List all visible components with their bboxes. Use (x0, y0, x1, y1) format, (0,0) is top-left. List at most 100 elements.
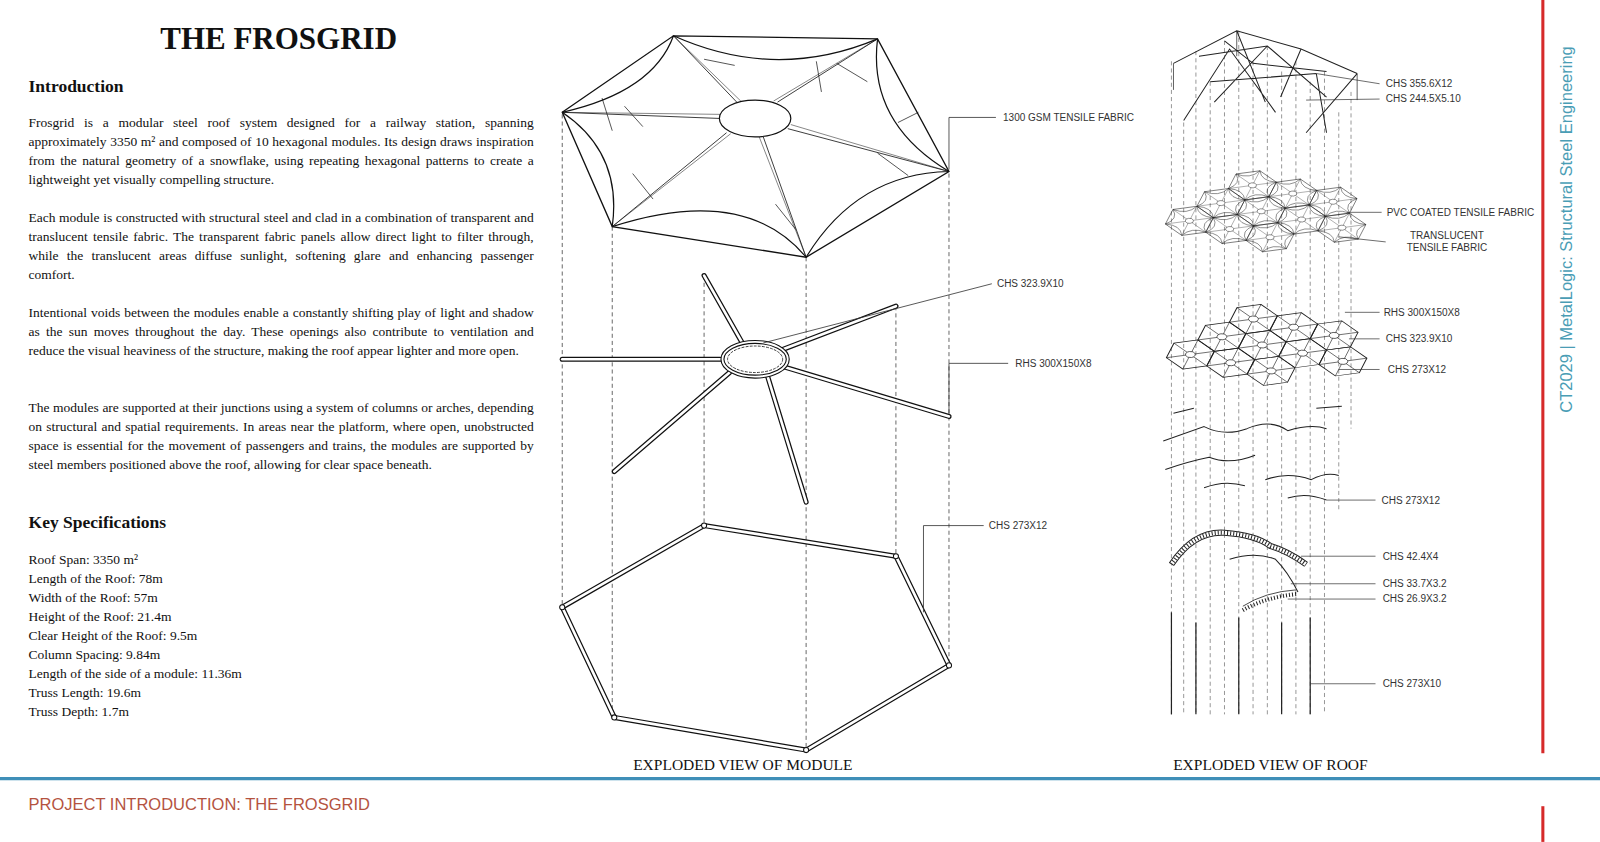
steel-spokes (728, 346, 783, 373)
arch-truss (1230, 555, 1298, 592)
spec-line: Truss Depth: 1.7m (29, 702, 129, 721)
leader-line (1316, 74, 1379, 84)
projection-line (1338, 112, 1339, 510)
arch-truss (1171, 533, 1306, 611)
view-caption: EXPLODED VIEW OF MODULE (633, 756, 852, 774)
hex-ring-beam (562, 526, 949, 750)
arch-truss (1171, 533, 1306, 565)
leader-line (1339, 237, 1386, 242)
callout-label: CHS 323.9X10 (1385, 333, 1454, 344)
hex-ring-beam (612, 715, 617, 720)
projection-line (1253, 61, 1254, 714)
steel-grid-layer (1243, 355, 1300, 387)
projection-line (1351, 92, 1352, 429)
spec-line: Length of the side of a module: 11.36m (29, 664, 242, 683)
hex-ring-beam (946, 663, 951, 668)
projection-line (1171, 61, 1172, 714)
body-paragraph: Each module is constructed with structur… (29, 208, 534, 284)
leader-line (1310, 683, 1375, 684)
spec-line: Height of the Roof: 21.4m (29, 607, 172, 626)
hex-ring-beam (562, 526, 949, 750)
fabric-layer (1152, 160, 1370, 263)
leader-line (1327, 500, 1376, 501)
fabric-layer (1242, 221, 1299, 253)
callout-label: CHS 355.6X12 (1385, 78, 1454, 89)
callout-label: CHS 273X12 (988, 520, 1048, 531)
section-heading: Introduction (29, 76, 124, 97)
fabric-layer (1224, 169, 1281, 201)
leader-line (763, 284, 992, 343)
fabric-layer (1305, 186, 1362, 218)
tensile-fabric (562, 36, 949, 257)
callout-label: CHS 42.4X4 (1382, 551, 1440, 562)
steel-grid-layer (1194, 321, 1251, 353)
edge-beam (1163, 424, 1326, 441)
steel-spokes (786, 367, 949, 416)
leader-line (1301, 556, 1375, 557)
fabric-layer (1161, 205, 1218, 237)
hex-ring-beam (702, 523, 707, 528)
spec-line: Truss Length: 19.6m (29, 683, 141, 702)
steel-spokes (786, 367, 949, 416)
fabric-layer (1201, 213, 1258, 245)
callout-label: CHS 33.7X3.2 (1382, 578, 1448, 589)
projection-line (1295, 61, 1296, 714)
callout-label: CHS 323.9X10 (996, 278, 1065, 289)
arch-truss (1171, 533, 1306, 565)
leader-line (1345, 312, 1380, 313)
edge-beam (1165, 455, 1338, 479)
callout-label: RHS 300X150X8 (1383, 307, 1461, 318)
steel-spokes (767, 376, 806, 503)
leader-line (1288, 599, 1376, 600)
steel-spokes (704, 276, 743, 344)
steel-grid-layer (1274, 337, 1331, 369)
tensile-fabric (562, 36, 949, 257)
steel-spokes (562, 358, 722, 361)
projection-line (1183, 123, 1184, 715)
projection-line (1281, 72, 1282, 715)
steel-spokes (562, 357, 722, 362)
projection-line (1224, 41, 1225, 714)
callout-label: 1300 GSM TENSILE FABRIC (1002, 112, 1135, 123)
steel-spokes (722, 342, 787, 377)
leader-line (949, 363, 1008, 414)
frame-line (0, 777, 1600, 780)
callout-label: CHS 273X12 (1381, 495, 1441, 506)
callout-label: CHS 273X10 (1382, 678, 1442, 689)
callout-label: CHS 244.5X5.10 (1385, 93, 1462, 104)
leader-line (1306, 99, 1379, 100)
projection-line (895, 306, 896, 553)
spec-line: Roof Span: 3350 m² (29, 550, 138, 569)
steel-grid-layer (1265, 311, 1322, 343)
leader-line (1339, 369, 1380, 370)
steel-grid-layer (1162, 338, 1219, 370)
column (1238, 617, 1239, 714)
projection-line (1195, 51, 1196, 714)
tensile-fabric (719, 100, 790, 137)
arch-frame (1173, 31, 1357, 100)
course-banner: CT2029 | MetalLogic: Structural Steel En… (1557, 46, 1576, 413)
tensile-fabric (602, 59, 918, 229)
body-paragraph: Frosgrid is a modular steel roof system … (29, 113, 534, 189)
edge-beam (1163, 406, 1342, 500)
hex-ring-beam (560, 523, 952, 753)
footer-title: PROJECT INTRODUCTION: THE FROSGRID (29, 795, 370, 814)
spec-line: Column Spacing: 9.84m (29, 645, 161, 664)
steel-spokes (614, 373, 729, 472)
leader-line (1288, 74, 1386, 684)
tensile-fabric (562, 36, 949, 257)
page-title: THE FROSGRID (160, 21, 397, 57)
spec-line: Width of the Roof: 57m (29, 588, 158, 607)
column (1310, 617, 1311, 714)
leader-line (949, 117, 996, 169)
callout-label: PVC COATED TENSILE FABRIC (1386, 207, 1535, 218)
arch-truss (1243, 594, 1298, 610)
column (1195, 623, 1196, 715)
edge-beam (1173, 406, 1341, 413)
spec-line: Clear Height of the Roof: 9.5m (29, 626, 198, 645)
steel-grid-layer (1225, 303, 1282, 335)
callout-label: CHS 273X12 (1387, 364, 1447, 375)
callout-label: RHS 300X150X8 (1014, 358, 1092, 369)
